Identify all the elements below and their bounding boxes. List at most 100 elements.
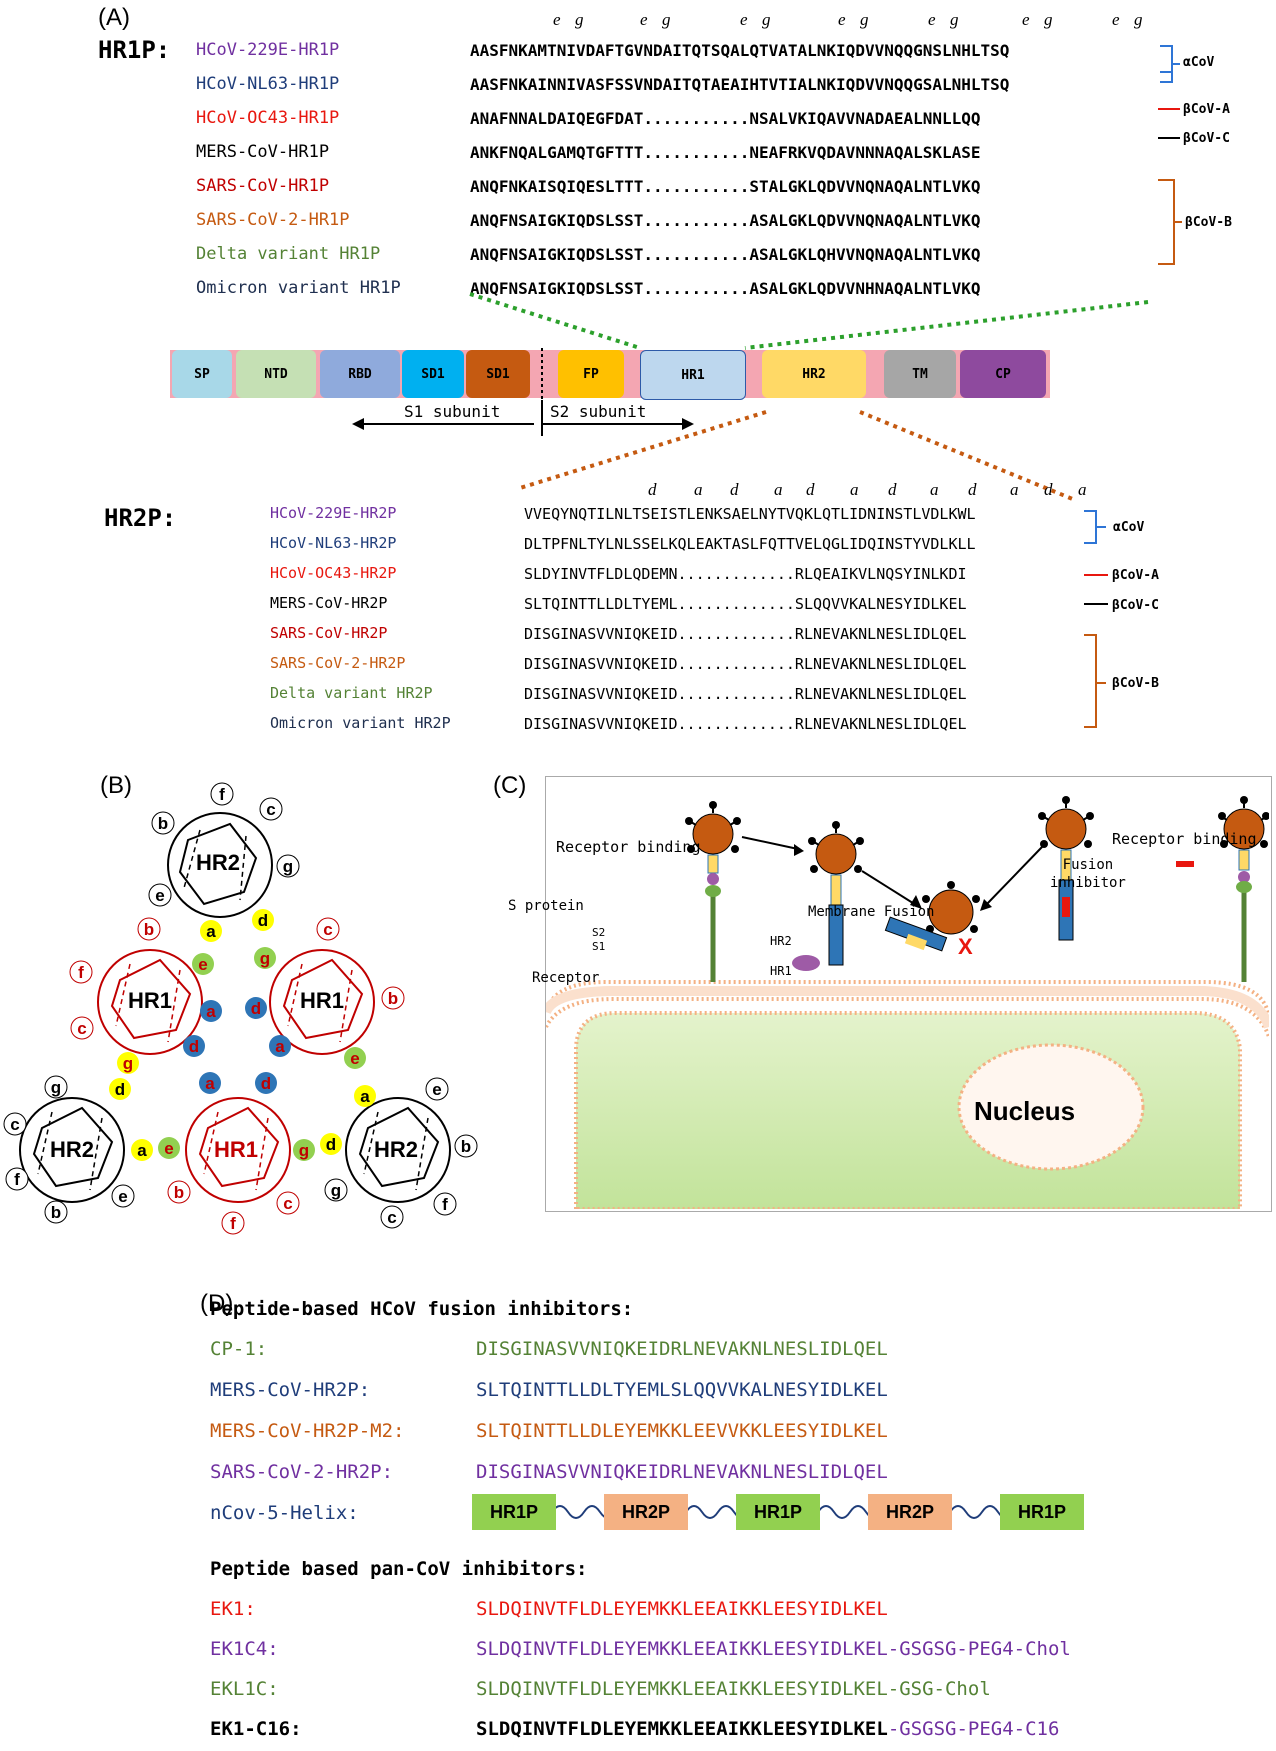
svg-text:f: f <box>442 1195 448 1214</box>
helix-right-hr1-label: HR1 <box>300 988 345 1013</box>
s2-subunit-label: S2 subunit <box>550 402 647 421</box>
hr1-row-sequence: AASFNKAMTNIVDAFTGVNDAITQTSQALQTVATALNKIQ… <box>470 41 1010 60</box>
fusion-mechanism-illustration <box>546 796 1269 1209</box>
receptor-binding-right-label: Receptor binding <box>1112 830 1257 848</box>
domain-hr1: HR1 <box>640 350 746 400</box>
panel-b-label: (B) <box>100 772 132 799</box>
subunit-arrows <box>352 348 694 436</box>
fusion-inhibitor-label: Fusion inhibitor <box>1050 857 1126 891</box>
heptad-position: e <box>740 10 748 29</box>
group-alpha-cov: αCoV <box>1183 55 1215 70</box>
hr2-row-sequence: DISGINASVVNIQKEID.............RLNEVAKNLN… <box>524 655 967 673</box>
domain-ntd: NTD <box>236 350 316 398</box>
panel-a-label: (A) <box>98 4 130 31</box>
hr1-row-sequence: ANAFNNALDAIQEGFDAT...........NSALVKIQAVV… <box>470 109 981 128</box>
svg-text:b: b <box>461 1137 471 1156</box>
ek1-c16-name: EK1-C16: <box>210 1718 302 1740</box>
pan-cov-inhibitors-title: Peptide based pan-CoV inhibitors: <box>210 1558 588 1580</box>
pan-inhibitor-sequence: SLDQINVTFLDLEYEMKKLEEAIKKLEESYIDLKEL-GSG… <box>476 1638 1071 1660</box>
hr1-row-sequence: ANQFNSAIGKIQDSLSST...........ASALGKLQDVV… <box>470 211 981 230</box>
heptad-position: a <box>930 480 939 499</box>
svg-text:c: c <box>77 1019 86 1038</box>
hr2-row-name: Omicron variant HR2P <box>270 714 451 732</box>
heptad-position: g <box>860 10 869 29</box>
hr2-row-name: SARS-CoV-HR2P <box>270 624 388 642</box>
svg-text:g: g <box>51 1078 61 1097</box>
svg-text:c: c <box>10 1115 19 1134</box>
heptad-position: d <box>888 480 897 499</box>
helix-box-hr2p-1: HR2P <box>604 1494 688 1530</box>
hr2-arrow-label: HR2 <box>770 934 792 948</box>
heptad-position: e <box>640 10 648 29</box>
hr2-row-name: MERS-CoV-HR2P <box>270 594 388 612</box>
helical-wheel-diagram: f c b g e a d e g b f c c b a d d a a d … <box>3 782 478 1235</box>
hr1-row-sequence: ANQFNKAISQIQESLTTT...........STALGKLQDVV… <box>470 177 981 196</box>
helix-box-hr2p-2: HR2P <box>868 1494 952 1530</box>
pan-inhibitor-sequence: SLDQINVTFLDLEYEMKKLEEAIKKLEESYIDLKEL-GSG… <box>476 1678 991 1700</box>
heptad-position: d <box>648 480 657 499</box>
hr2-row-sequence: DISGINASVVNIQKEID.............RLNEVAKNLN… <box>524 715 967 733</box>
hr1-row-sequence: ANQFNSAIGKIQDSLSST...........ASALGKLQDVV… <box>470 279 981 298</box>
pan-inhibitor-sequence: SLDQINVTFLDLEYEMKKLEEAIKKLEESYIDLKEL <box>476 1598 888 1620</box>
pan-inhibitor-name: EK1: <box>210 1598 256 1620</box>
inhibitor-sequence: SLTQINTTLLDLEYEMKKLEEVVKKLEESYIDLKEL <box>476 1420 888 1442</box>
hr1-row-name: HCoV-229E-HR1P <box>196 40 340 60</box>
svg-text:d: d <box>189 1037 199 1056</box>
heptad-position: d <box>1044 480 1053 499</box>
domain-sp: SP <box>172 350 232 398</box>
domain-tm: TM <box>884 350 956 398</box>
heptad-position: a <box>774 480 783 499</box>
hr1-arrow-label: HR1 <box>770 964 792 978</box>
hr2-row-name: HCoV-NL63-HR2P <box>270 534 397 552</box>
heptad-position: e <box>553 10 561 29</box>
hr2-row-sequence: SLTQINTTLLDLTYEML.............SLQQVVKALN… <box>524 595 967 613</box>
hr2-group-alpha-cov: αCoV <box>1113 520 1145 535</box>
hr2-group-beta-cov-a: βCoV-A <box>1112 568 1159 583</box>
group-beta-cov-b: βCoV-B <box>1185 215 1232 230</box>
heptad-position: d <box>968 480 977 499</box>
svg-text:b: b <box>174 1183 184 1202</box>
hr2-row-sequence: DISGINASVVNIQKEID.............RLNEVAKNLN… <box>524 625 967 643</box>
domain-guide-lines <box>469 292 1149 502</box>
heptad-position: g <box>662 10 671 29</box>
svg-text:a: a <box>360 1087 370 1106</box>
pan-inhibitor-name: EK1C4: <box>210 1638 279 1660</box>
svg-text:e: e <box>432 1080 441 1099</box>
svg-text:b: b <box>158 814 168 833</box>
domain-cp: CP <box>960 350 1046 398</box>
s1-label: S1 <box>592 940 606 953</box>
receptor-binding-left-label: Receptor binding <box>556 838 701 856</box>
hr2-group-brackets <box>1084 510 1108 728</box>
fusion-inhibitors-title: Peptide-based HCoV fusion inhibitors: <box>210 1298 634 1320</box>
hr1-row-name: SARS-CoV-HR1P <box>196 176 330 196</box>
helix-box-hr1p-3: HR1P <box>1000 1494 1084 1530</box>
helix-left-hr1-label: HR1 <box>128 988 173 1013</box>
hr2p-header: HR2P: <box>104 504 177 532</box>
hr1-row-sequence: AASFNKAINNIVASFSSVNDAITQTAEAIHTVTIALNKIQ… <box>470 75 1010 94</box>
helix-top-hr2-label: HR2 <box>196 850 241 875</box>
ek1-c16-core: SLDQINVTFLDLEYEMKKLEEAIKKLEESYIDLKEL <box>476 1718 888 1740</box>
svg-text:d: d <box>326 1135 336 1154</box>
svg-text:f: f <box>219 785 225 804</box>
hr1-group-brackets <box>1158 45 1182 265</box>
heptad-position: g <box>1044 10 1053 29</box>
hr2-row-sequence: DLTPFNLTYLNLSSELKQLEAKTASLFQTTVELQGLIDQI… <box>524 535 976 553</box>
inhibitor-sequence: SLTQINTTLLDLTYEMLSLQQVVKALNESYIDLKEL <box>476 1379 888 1401</box>
heptad-position: a <box>1078 480 1087 499</box>
group-beta-cov-c: βCoV-C <box>1183 131 1230 146</box>
heptad-position: e <box>928 10 936 29</box>
domain-hr2: HR2 <box>762 350 866 398</box>
group-beta-cov-a: βCoV-A <box>1183 102 1230 117</box>
panel-c-label: (C) <box>493 772 527 799</box>
heptad-position: d <box>730 480 739 499</box>
inhibitor-name: CP-1: <box>210 1338 268 1360</box>
svg-text:e: e <box>198 955 207 974</box>
svg-text:d: d <box>258 911 268 930</box>
svg-text:b: b <box>388 989 398 1008</box>
svg-text:f: f <box>78 963 84 982</box>
panel-d-label: (D) <box>200 1290 234 1317</box>
svg-text:c: c <box>323 920 332 939</box>
domain-fp: FP <box>558 350 624 398</box>
hr1-row-name: Omicron variant HR1P <box>196 278 401 298</box>
svg-text:e: e <box>164 1139 173 1158</box>
